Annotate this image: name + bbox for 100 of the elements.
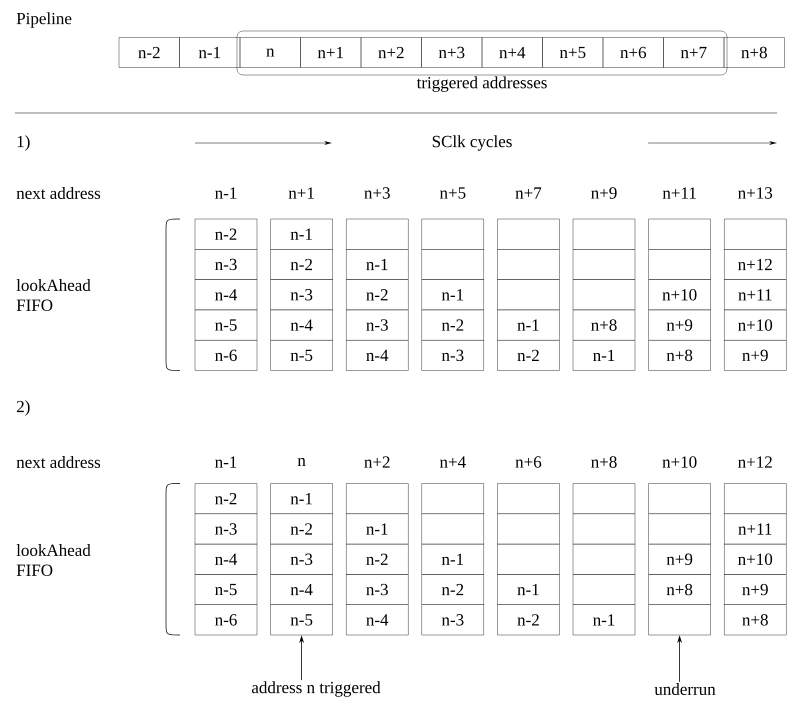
fifo-cell <box>346 218 408 250</box>
annotation-text: underrun <box>654 683 716 695</box>
fifo-cell: n-1 <box>572 340 636 371</box>
fifo-cell <box>648 249 711 280</box>
fifo-cell <box>572 574 636 605</box>
fifo-cell <box>572 514 636 544</box>
address-label: n <box>298 458 306 466</box>
fifo-cell <box>648 218 711 250</box>
address-label: n+4 <box>440 456 466 468</box>
pipeline-cell: n-1 <box>179 37 240 68</box>
fifo-cell <box>422 218 484 250</box>
fifo-cell: n-5 <box>194 574 258 605</box>
pipeline-cell: n+3 <box>421 37 482 68</box>
pipeline-cell: n+8 <box>724 37 785 68</box>
fifo-cell: n+9 <box>648 544 711 575</box>
fifo-cell: n-4 <box>270 574 333 605</box>
pipeline-cell: n+6 <box>602 37 664 68</box>
fifo-cell <box>497 218 560 250</box>
fifo-cell <box>572 483 636 514</box>
fifo-cell: n-2 <box>497 340 560 371</box>
address-label: n+7 <box>516 187 542 199</box>
fifo-cell <box>497 514 560 544</box>
fifo-cell: n-1 <box>422 544 484 575</box>
pipeline-cell: n+1 <box>300 37 362 68</box>
fifo-cell: n-3 <box>194 514 258 544</box>
address-label: n+6 <box>516 456 542 468</box>
address-label: n+13 <box>738 187 772 199</box>
fifo-cell <box>648 483 711 514</box>
fifo-cell: n-5 <box>270 340 333 371</box>
fifo-cell <box>572 249 636 280</box>
fifo-cell <box>497 483 560 514</box>
fifo-cell <box>648 604 711 636</box>
pipeline-cell: n+7 <box>663 37 724 68</box>
node-label: triggered addresses <box>416 76 547 92</box>
fifo-cell <box>648 514 711 544</box>
fifo-cell: n-2 <box>194 483 258 514</box>
fifo-cell: n-2 <box>194 218 258 250</box>
fifo-cell: n-6 <box>194 604 258 636</box>
fifo-cell <box>497 279 560 310</box>
fifo-cell: n-3 <box>422 604 484 636</box>
address-label: n-1 <box>215 456 236 468</box>
address-label: n+12 <box>738 456 772 468</box>
group-label: lookAhead FIFO <box>16 279 91 311</box>
fifo-cell <box>572 218 636 250</box>
annotation-text: address n triggered <box>252 681 380 697</box>
address-label: n+3 <box>364 187 390 199</box>
fifo-cell <box>346 483 408 514</box>
title-text: Pipeline <box>16 12 72 28</box>
fifo-cell: n-1 <box>270 218 333 250</box>
fifo-cell: n-6 <box>194 340 258 371</box>
fifo-cell: n+8 <box>724 604 786 636</box>
fifo-cell: n-2 <box>270 514 333 544</box>
address-label: n+5 <box>440 187 466 199</box>
section-number: 2) <box>16 400 30 416</box>
pipeline-cell: n+5 <box>542 37 604 68</box>
fifo-cell: n+10 <box>724 544 786 575</box>
address-label: n+10 <box>662 456 696 468</box>
address-label: n+9 <box>591 187 617 199</box>
fifo-cell: n-4 <box>194 279 258 310</box>
fifo-cell: n-4 <box>270 310 333 340</box>
fifo-cell: n-1 <box>346 249 408 280</box>
pipeline-cell: n-2 <box>118 37 180 68</box>
address-label: n+2 <box>364 456 390 468</box>
fifo-cell: n-1 <box>572 604 636 636</box>
fifo-cell: n-1 <box>497 310 560 340</box>
fifo-cell: n+8 <box>572 310 636 340</box>
fifo-cell <box>497 544 560 575</box>
address-label: n+1 <box>288 187 314 199</box>
fifo-cell: n+8 <box>648 574 711 605</box>
fifo-cell: n-3 <box>346 574 408 605</box>
fifo-cell: n-2 <box>346 279 408 310</box>
pipeline-cell: n+2 <box>360 37 422 68</box>
fifo-cell: n-2 <box>422 310 484 340</box>
fifo-cell: n-2 <box>346 544 408 575</box>
row-label: next address <box>16 456 100 468</box>
address-label: n+8 <box>591 456 617 468</box>
fifo-cell: n+9 <box>724 574 786 605</box>
fifo-cell <box>422 249 484 280</box>
section-number: 1) <box>18 135 30 151</box>
axis-label: SClk cycles <box>432 135 512 151</box>
fifo-cell <box>724 483 786 514</box>
fifo-cell: n+10 <box>724 310 786 340</box>
fifo-cell: n+8 <box>648 340 711 371</box>
fifo-cell <box>572 279 636 310</box>
fifo-cell: n-3 <box>194 249 258 280</box>
fifo-cell: n+9 <box>648 310 711 340</box>
fifo-cell <box>497 249 560 280</box>
fifo-cell: n-2 <box>270 249 333 280</box>
fifo-cell: n-1 <box>422 279 484 310</box>
fifo-cell: n-3 <box>270 279 333 310</box>
fifo-cell: n-3 <box>422 340 484 371</box>
fifo-cell: n-4 <box>346 604 408 636</box>
fifo-cell <box>422 483 484 514</box>
fifo-cell: n+10 <box>648 279 711 310</box>
fifo-cell: n-5 <box>194 310 258 340</box>
pipeline-cell: n+4 <box>482 37 543 68</box>
fifo-cell: n-4 <box>194 544 258 575</box>
address-label: n+11 <box>662 187 696 199</box>
group-label: lookAhead FIFO <box>16 544 91 576</box>
fifo-cell: n+9 <box>724 340 786 371</box>
